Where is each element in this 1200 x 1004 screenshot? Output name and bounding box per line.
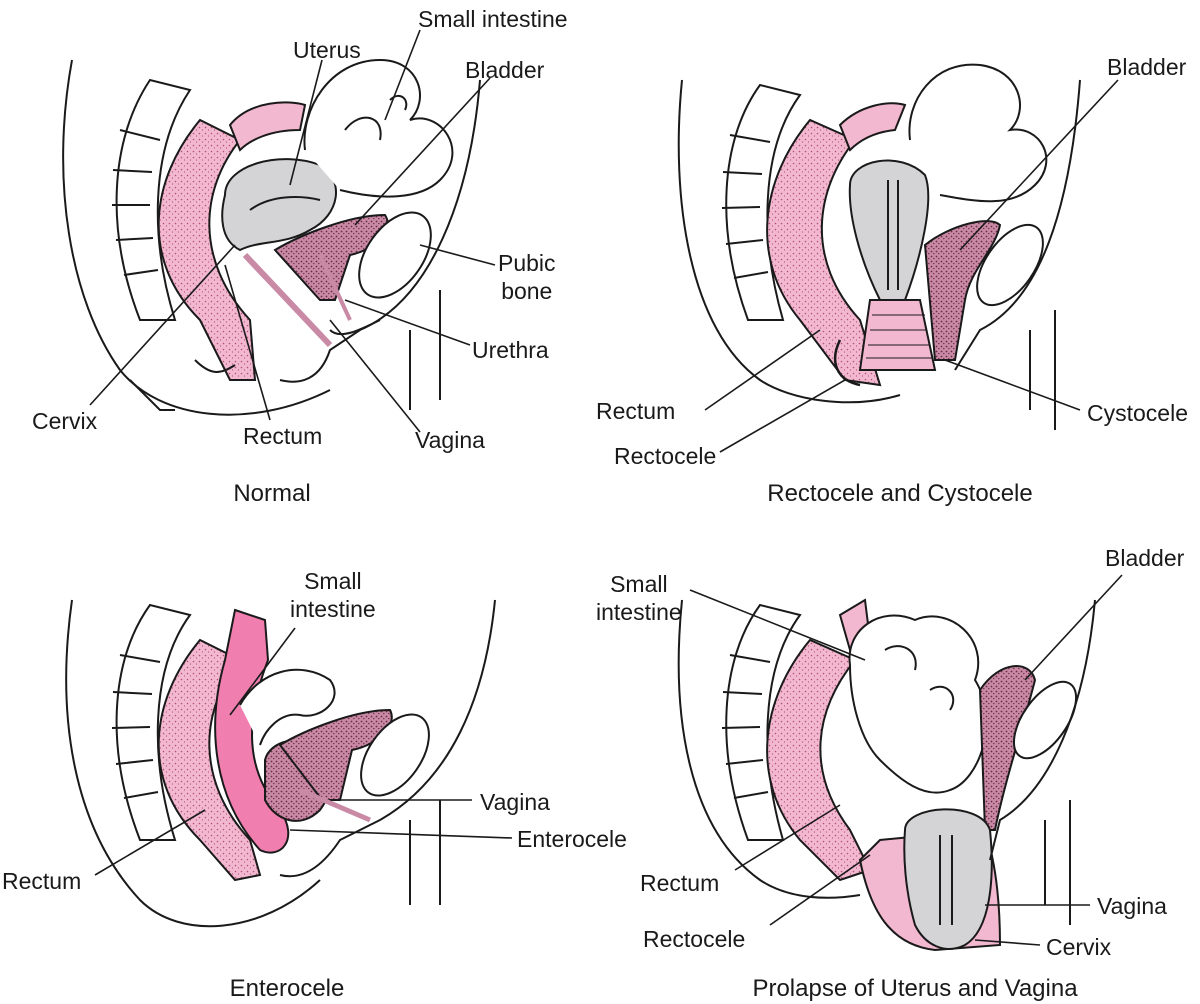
leader-rectum-3 (94, 809, 206, 876)
leader-enterocele-3 (289, 829, 513, 839)
caption-rectocele-cystocele: Rectocele and Cystocele (767, 480, 1033, 507)
caption-normal: Normal (233, 480, 311, 507)
panel-rectocele-cystocele-drawing (677, 63, 1081, 430)
rectum-pink (157, 638, 262, 882)
leader-rectocele-2 (719, 379, 846, 453)
rectum-pink (766, 638, 872, 882)
uterus (848, 159, 930, 301)
label-rectocele-4: Rectocele (643, 926, 746, 952)
label-urethra: Urethra (472, 337, 549, 363)
leader-rectum-2 (704, 329, 821, 411)
rectum-pink (157, 118, 257, 381)
leader-rectum (224, 264, 271, 421)
vagina-pink (858, 299, 937, 371)
uterus (221, 158, 337, 252)
sacrum (725, 83, 802, 321)
abdominal-wall (279, 79, 481, 383)
leader-pubic-bone (419, 244, 496, 266)
leader-vagina (329, 319, 421, 433)
rectum-pink (766, 118, 882, 387)
sacrum (115, 603, 192, 841)
vagina-canal (299, 787, 371, 823)
vagina-canal (242, 252, 333, 348)
body-outline (677, 79, 901, 404)
caption-prolapse: Prolapse of Uterus and Vagina (752, 975, 1078, 1002)
leader-cervix (89, 244, 236, 406)
pubic-bone (360, 713, 430, 797)
label-cervix: Cervix (32, 408, 98, 434)
label-small-intestine-4: Small intestine (596, 571, 682, 625)
rectocele-bulge (833, 339, 861, 387)
abdominal-wall (954, 79, 1081, 371)
sacrum (115, 78, 192, 321)
buttock-line (129, 379, 175, 411)
bladder (923, 220, 1002, 361)
label-vagina: Vagina (415, 427, 485, 453)
leader-uterus (289, 59, 323, 186)
label-small-intestine: Small intestine (418, 6, 568, 32)
body-outline (65, 599, 321, 928)
pubic-bone (976, 223, 1044, 307)
label-rectum-2: Rectum (596, 398, 676, 424)
leader-bladder-4 (1024, 574, 1123, 681)
label-enterocele-3: Enterocele (517, 826, 627, 852)
leader-urethra (344, 299, 471, 346)
label-pubic-bone: Pubic bone (498, 250, 556, 304)
label-cystocele-2: Cystocele (1087, 400, 1188, 426)
label-small-intestine-3: Small intestine (290, 568, 376, 622)
panel-prolapse-drawing (677, 598, 1096, 952)
label-bladder: Bladder (465, 57, 545, 83)
sigmoid-pink (228, 101, 307, 152)
small-intestine (908, 63, 1048, 203)
abdominal-wall (989, 599, 1096, 861)
leader-cystocele-2 (944, 359, 1081, 411)
panel-enterocele-drawing (65, 599, 496, 928)
label-vagina-3: Vagina (480, 789, 550, 815)
leader-small-intestine (384, 29, 421, 121)
pubic-bone (1012, 680, 1078, 760)
label-bladder-4: Bladder (1105, 545, 1185, 571)
sigmoid-pink (838, 102, 907, 152)
body-outline (677, 599, 861, 899)
leader-cervix-4 (974, 939, 1041, 946)
leader-rectum-4 (734, 804, 841, 871)
label-uterus: Uterus (293, 37, 361, 63)
leader-rectocele-4 (769, 854, 871, 926)
label-cervix-4: Cervix (1046, 934, 1112, 960)
leader-lines (89, 29, 1123, 946)
bladder (278, 708, 393, 801)
small-intestine (303, 58, 454, 198)
label-rectum: Rectum (243, 423, 323, 449)
uterus (903, 808, 993, 950)
pubic-bone (358, 211, 432, 299)
label-rectum-3: Rectum (2, 868, 82, 894)
bladder (978, 665, 1037, 831)
panel-normal-drawing (62, 58, 481, 416)
label-rectum-4: Rectum (640, 870, 720, 896)
leader-bladder (354, 77, 491, 226)
leader-small-intestine-3 (229, 627, 296, 716)
small-intestine (239, 668, 336, 746)
caption-enterocele: Enterocele (229, 975, 345, 1002)
body-outline (62, 59, 331, 416)
label-rectocele-2: Rectocele (614, 443, 717, 469)
leader-small-intestine-4 (689, 589, 866, 661)
label-vagina-4: Vagina (1097, 893, 1167, 919)
leader-bladder-2 (959, 79, 1119, 251)
label-bladder-2: Bladder (1107, 54, 1187, 80)
bladder (273, 213, 389, 301)
small-intestine (848, 614, 988, 794)
